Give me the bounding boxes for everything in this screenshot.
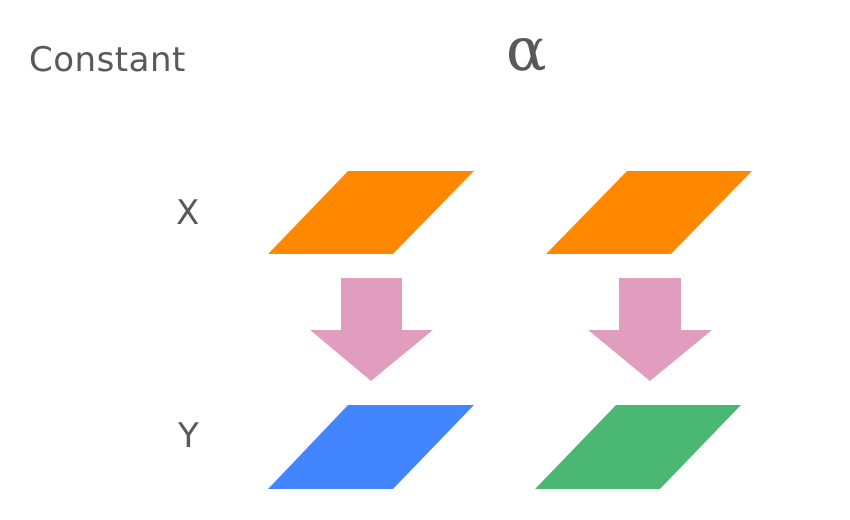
x-parallelogram-right xyxy=(546,171,752,254)
x-row-label: X xyxy=(176,193,200,233)
y-parallelogram-left xyxy=(268,405,474,489)
x-parallelogram-left xyxy=(268,171,474,254)
alpha-label: α xyxy=(506,15,547,85)
y-row-label: Y xyxy=(178,416,199,456)
down-arrow-left xyxy=(310,278,433,381)
y-parallelogram-right xyxy=(535,405,741,489)
down-arrow-right xyxy=(588,278,712,381)
constant-label: Constant xyxy=(29,40,186,80)
